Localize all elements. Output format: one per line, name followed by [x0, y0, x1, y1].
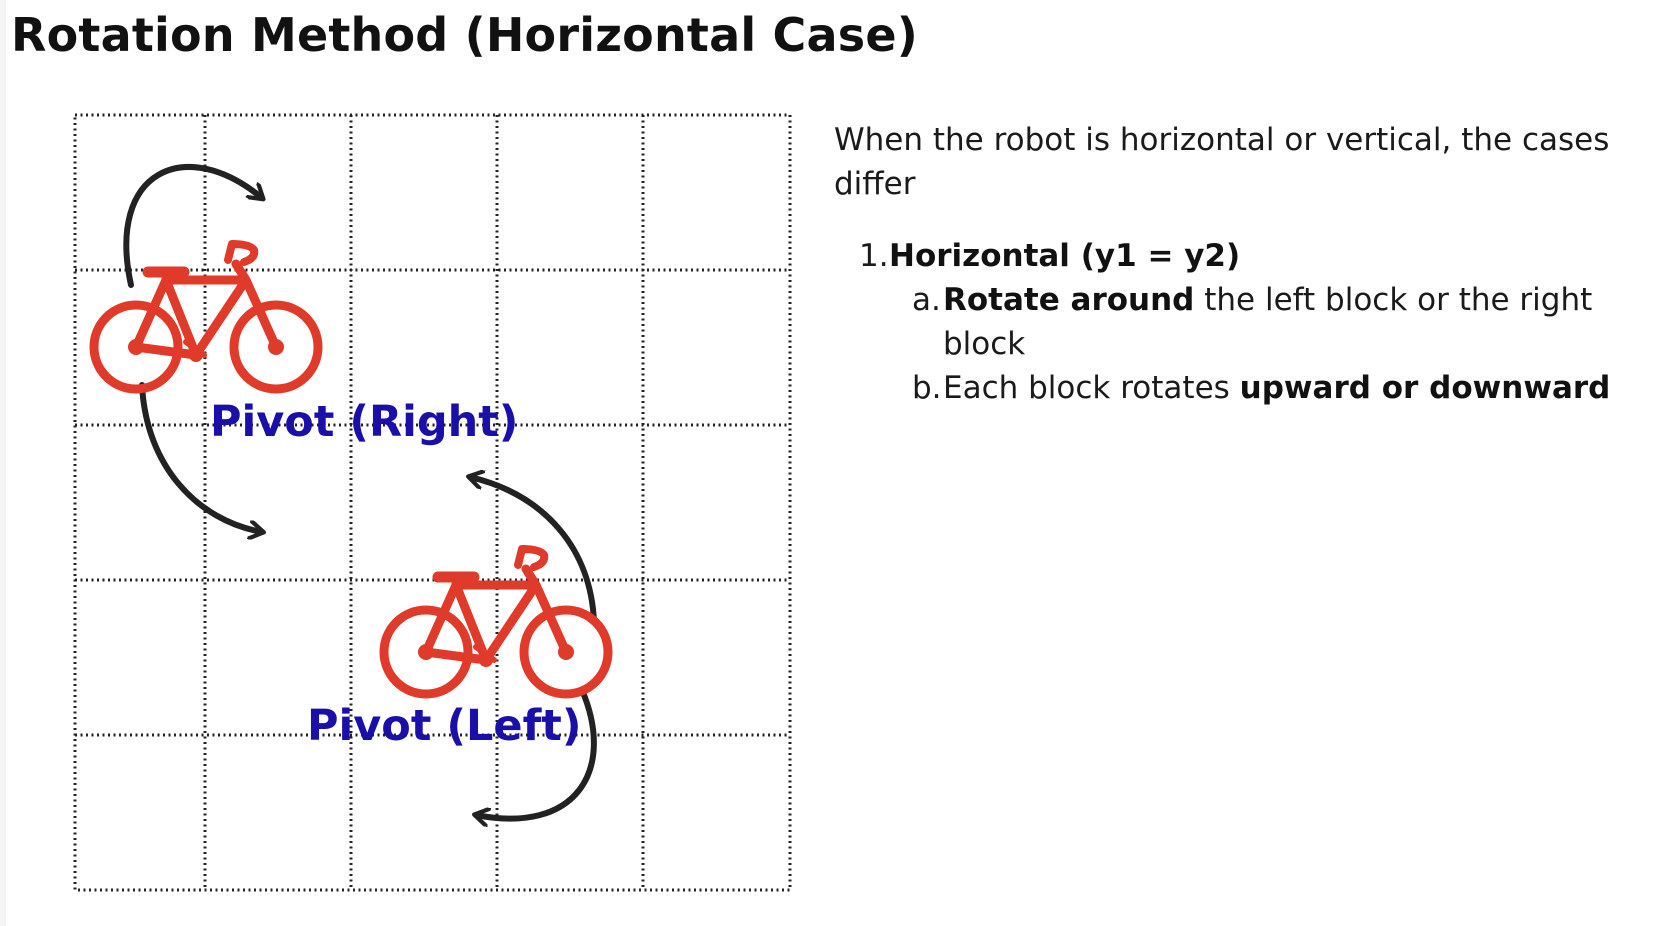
sub-item-rotate-around: a. Rotate around the left block or the r… [834, 278, 1654, 366]
curved-arrow-icon-top-right [470, 477, 597, 625]
grid [73, 113, 792, 892]
curved-arrow-icon-bottom-left [139, 382, 262, 532]
rotation-diagram: Pivot (Right) Pivot (Left) [73, 113, 792, 892]
list-item-label: Horizontal (y1 = y2) [889, 238, 1241, 274]
explanation-text: When the robot is horizontal or vertical… [834, 118, 1654, 410]
list-marker: 1. [859, 238, 889, 274]
sub-item-bold-text: upward or downward [1239, 370, 1611, 406]
sub-item-text: Each block rotates [943, 370, 1240, 406]
list-item-horizontal: 1. Horizontal (y1 = y2) [834, 234, 1654, 278]
curved-arrow-icon-bottom-right [476, 687, 597, 819]
pivot-left-label: Pivot (Left) [307, 701, 581, 751]
pivot-right-label: Pivot (Right) [210, 397, 518, 447]
rotation-arrows [123, 164, 597, 819]
slide: Rotation Method (Horizontal Case) [6, 0, 1666, 926]
sub-item-text: the left block or the right block [943, 282, 1593, 362]
sub-item-bold-text: Rotate around [943, 282, 1195, 318]
slide-title: Rotation Method (Horizontal Case) [11, 8, 918, 62]
sub-item-marker: b. [912, 370, 942, 406]
intro-paragraph: When the robot is horizontal or vertical… [834, 122, 1610, 202]
sub-item-rotation-direction: b. Each block rotates upward or downward [834, 366, 1654, 410]
curved-arrow-icon-top-left [123, 164, 262, 288]
sub-item-marker: a. [912, 282, 941, 318]
